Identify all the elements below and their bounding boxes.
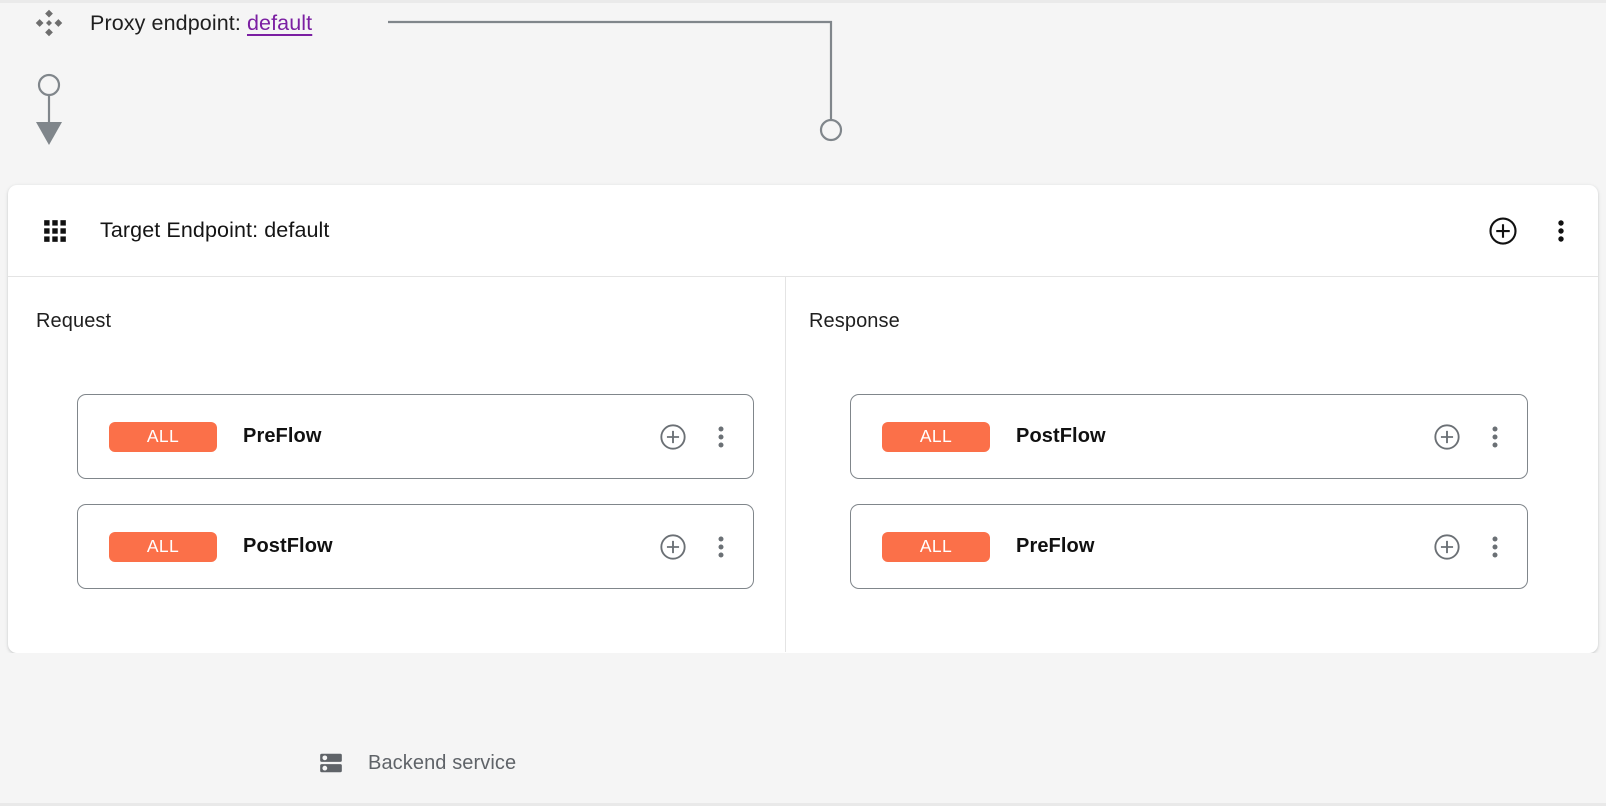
response-flow-list: ALL PostFlow bbox=[850, 394, 1528, 589]
flow-more-button[interactable] bbox=[1485, 533, 1505, 561]
flow-card-actions bbox=[659, 533, 731, 561]
plus-circle-icon bbox=[1489, 216, 1517, 245]
add-policy-button[interactable] bbox=[659, 533, 687, 561]
panel-title: Target Endpoint: default bbox=[100, 218, 330, 242]
flow-more-button[interactable] bbox=[711, 533, 731, 561]
panel-header-actions bbox=[1488, 216, 1572, 246]
proxy-endpoint-header: Proxy endpoint: default bbox=[34, 8, 312, 38]
request-flow-list: ALL PreFlow bbox=[77, 394, 754, 589]
backend-service-node[interactable]: Backend service bbox=[318, 750, 516, 776]
flow-card-actions bbox=[659, 423, 731, 451]
server-icon bbox=[320, 753, 342, 773]
apps-grid-icon bbox=[44, 219, 66, 242]
more-vert-icon bbox=[718, 536, 724, 557]
flow-card-response-postflow[interactable]: ALL PostFlow bbox=[850, 394, 1528, 479]
proxy-endpoint-label: Proxy endpoint: bbox=[90, 11, 247, 35]
flow-card-title: PostFlow bbox=[1016, 425, 1106, 447]
plus-circle-icon bbox=[660, 533, 686, 560]
bottom-edge-divider bbox=[0, 803, 1606, 806]
backend-service-label: Backend service bbox=[368, 751, 517, 774]
flow-card-actions bbox=[1433, 533, 1505, 561]
flow-card-actions bbox=[1433, 423, 1505, 451]
add-policy-button[interactable] bbox=[1433, 533, 1461, 561]
add-target-endpoint-button[interactable] bbox=[1488, 216, 1518, 246]
flow-more-button[interactable] bbox=[1485, 423, 1505, 451]
flow-card-title: PreFlow bbox=[1016, 535, 1095, 557]
add-policy-button[interactable] bbox=[659, 423, 687, 451]
backend-strip bbox=[0, 653, 1606, 806]
plus-circle-icon bbox=[1434, 423, 1460, 450]
flow-card-request-preflow[interactable]: ALL PreFlow bbox=[77, 394, 754, 479]
proxy-endpoint-title: Proxy endpoint: default bbox=[90, 8, 312, 38]
flow-more-button[interactable] bbox=[711, 423, 731, 451]
diamond-cluster-icon bbox=[35, 9, 63, 37]
more-vert-icon bbox=[718, 426, 724, 447]
flow-badge: ALL bbox=[109, 421, 217, 452]
more-vert-icon bbox=[1558, 219, 1564, 242]
add-policy-button[interactable] bbox=[1433, 423, 1461, 451]
flow-card-request-postflow[interactable]: ALL PostFlow bbox=[77, 504, 754, 589]
flow-badge: ALL bbox=[882, 531, 990, 562]
flow-columns: Request ALL PreFlow bbox=[8, 277, 1598, 652]
proxy-endpoint-link[interactable]: default bbox=[246, 11, 313, 35]
target-endpoint-header: Target Endpoint: default bbox=[8, 185, 1598, 277]
more-vert-icon bbox=[1492, 426, 1498, 447]
plus-circle-icon bbox=[1434, 533, 1460, 560]
plus-circle-icon bbox=[660, 423, 686, 450]
flow-card-title: PreFlow bbox=[243, 425, 322, 447]
response-column-label: Response bbox=[809, 310, 900, 332]
flow-badge: ALL bbox=[882, 421, 990, 452]
flow-card-title: PostFlow bbox=[243, 535, 333, 557]
more-vert-icon bbox=[1492, 536, 1498, 557]
flow-badge: ALL bbox=[109, 531, 217, 562]
request-column: Request ALL PreFlow bbox=[8, 277, 785, 652]
response-column: Response ALL PostFlow bbox=[785, 277, 1598, 652]
top-edge-divider bbox=[0, 0, 1606, 3]
target-endpoint-panel: Target Endpoint: default bbox=[8, 185, 1598, 653]
request-column-label: Request bbox=[36, 310, 112, 332]
proxy-endpoint-strip: Proxy endpoint: default bbox=[0, 0, 1606, 185]
target-endpoint-more-button[interactable] bbox=[1550, 216, 1572, 246]
flow-card-response-preflow[interactable]: ALL PreFlow bbox=[850, 504, 1528, 589]
